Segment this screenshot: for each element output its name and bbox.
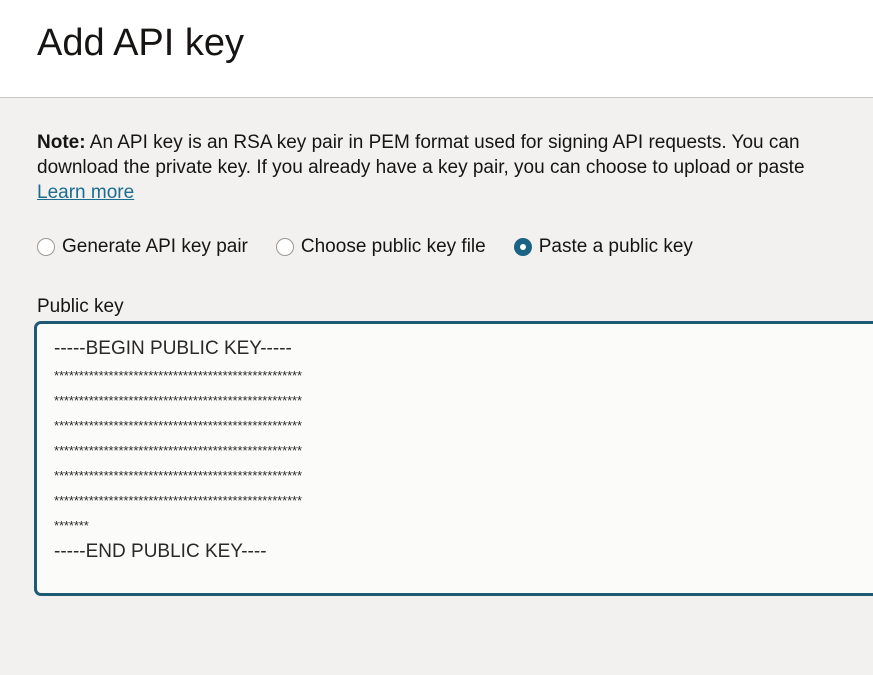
key-source-radio-group: Generate API key pair Choose public key …	[37, 236, 693, 258]
learn-more-link[interactable]: Learn more	[37, 182, 135, 203]
key-line: ****************************************…	[54, 368, 302, 383]
key-line: ****************************************…	[54, 493, 302, 508]
radio-selected-icon[interactable]	[513, 238, 532, 256]
page-title: Add API key	[37, 22, 245, 64]
radio-circle-icon[interactable]	[275, 238, 294, 256]
note-text: Note: An API key is an RSA key pair in P…	[37, 130, 873, 205]
public-key-label: Public key	[37, 296, 124, 317]
key-line: -----END PUBLIC KEY----	[54, 541, 267, 562]
public-key-textarea[interactable]: -----BEGIN PUBLIC KEY----- *************…	[34, 321, 873, 596]
radio-label: Generate API key pair	[62, 236, 248, 257]
radio-generate-key-pair[interactable]: Generate API key pair	[37, 236, 248, 258]
key-line: ****************************************…	[54, 468, 302, 483]
key-line: ****************************************…	[54, 443, 302, 458]
dialog-header: Add API key	[0, 0, 873, 98]
note-line: download the private key. If you already…	[37, 157, 805, 178]
radio-paste-public-key[interactable]: Paste a public key	[513, 236, 693, 258]
note-line: An API key is an RSA key pair in PEM for…	[85, 132, 800, 153]
radio-choose-public-key-file[interactable]: Choose public key file	[275, 236, 486, 258]
key-line: ****************************************…	[54, 418, 302, 433]
radio-label: Paste a public key	[538, 236, 693, 257]
key-line: -----BEGIN PUBLIC KEY-----	[54, 338, 292, 359]
radio-circle-icon[interactable]	[37, 238, 55, 256]
key-line: *******	[54, 518, 89, 533]
key-line: ****************************************…	[54, 393, 302, 408]
radio-label: Choose public key file	[300, 236, 486, 257]
note-label: Note:	[37, 132, 86, 153]
